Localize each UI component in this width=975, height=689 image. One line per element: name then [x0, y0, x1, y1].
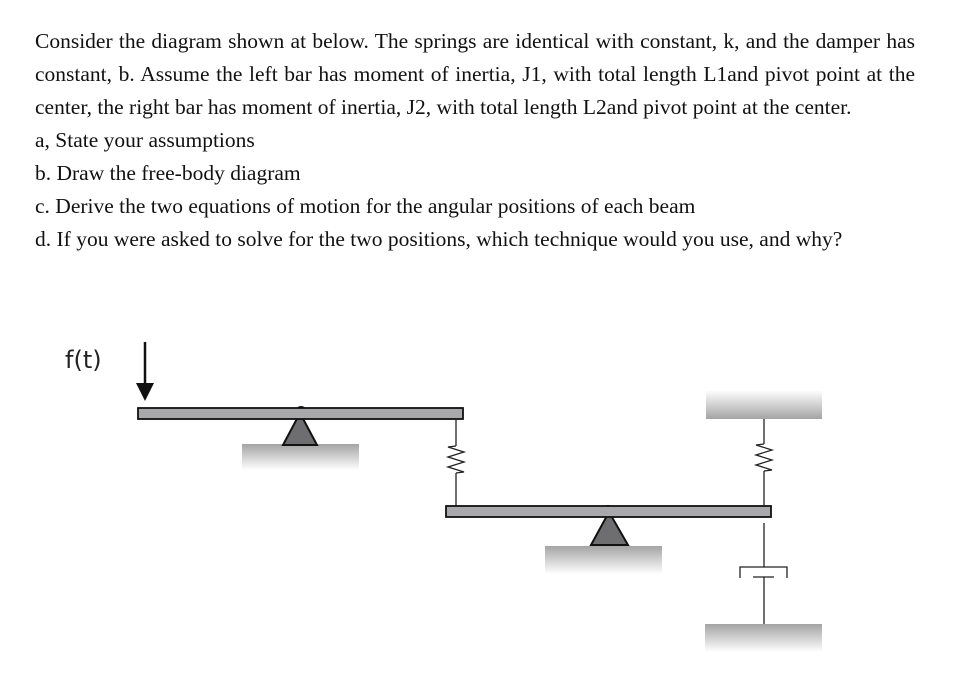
part-c: c. Derive the two equations of motion fo… — [35, 194, 696, 218]
part-d: d. If you were asked to solve for the tw… — [35, 227, 843, 251]
left-ground — [242, 444, 359, 470]
right-bar — [445, 505, 772, 518]
right-ground — [545, 546, 662, 574]
part-b: b. Draw the free-body diagram — [35, 161, 301, 185]
bottom-wall — [705, 624, 822, 652]
spring-between-bars — [445, 419, 467, 508]
top-wall — [706, 390, 822, 419]
part-a: a, State your assumptions — [35, 128, 255, 152]
force-label: f(t) — [65, 346, 102, 374]
force-arrow-icon — [136, 342, 154, 401]
spring-to-wall — [753, 419, 775, 506]
left-bar — [137, 407, 464, 420]
damper — [739, 523, 788, 624]
problem-statement: Consider the diagram shown at below. The… — [35, 25, 915, 256]
mechanical-diagram — [136, 342, 822, 652]
problem-intro: Consider the diagram shown at below. The… — [35, 29, 915, 119]
